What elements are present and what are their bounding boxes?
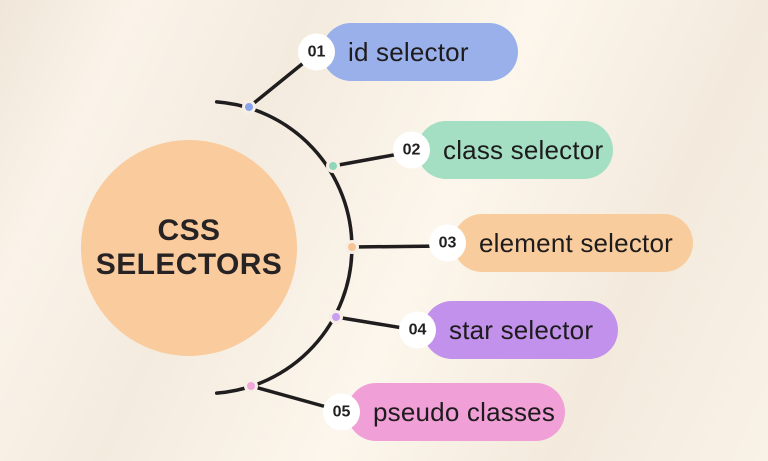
node-dot-4 xyxy=(329,310,343,324)
selector-label: pseudo classes xyxy=(373,396,556,427)
step-number-badge: 04 xyxy=(399,311,436,349)
selector-label: id selector xyxy=(348,36,469,67)
step-number: 01 xyxy=(307,43,326,60)
branch-pseudo-classes: 05 pseudo classes xyxy=(323,383,565,441)
step-number: 04 xyxy=(408,321,427,338)
selector-pill: id selector xyxy=(322,23,518,81)
selector-pill: pseudo classes xyxy=(347,383,565,441)
step-number-badge: 02 xyxy=(393,131,430,169)
node-dot-2 xyxy=(326,159,340,173)
center-topic-line1: CSS xyxy=(157,213,221,247)
selector-pill: element selector xyxy=(453,214,693,272)
center-topic-circle: CSS SELECTORS xyxy=(81,140,297,356)
step-number-badge: 01 xyxy=(298,33,335,71)
branch-star-selector: 04 star selector xyxy=(399,301,618,359)
selector-label: element selector xyxy=(479,227,673,258)
step-number: 03 xyxy=(438,234,457,251)
branch-element-selector: 03 element selector xyxy=(429,214,693,272)
step-number-badge: 05 xyxy=(323,393,360,431)
node-dot-5 xyxy=(244,379,258,393)
center-topic-line2: SELECTORS xyxy=(95,248,283,281)
step-number: 05 xyxy=(332,403,351,420)
step-number: 02 xyxy=(402,141,421,158)
branch-class-selector: 02 class selector xyxy=(393,121,613,179)
node-dot-3 xyxy=(345,240,359,254)
node-dot-1 xyxy=(242,100,256,114)
selector-pill: class selector xyxy=(417,121,613,179)
step-number-badge: 03 xyxy=(429,224,466,262)
selector-label: class selector xyxy=(443,134,604,165)
selector-pill: star selector xyxy=(423,301,618,359)
connector-line-1 xyxy=(247,54,314,109)
branch-id-selector: 01 id selector xyxy=(298,23,518,81)
selector-label: star selector xyxy=(449,314,594,345)
